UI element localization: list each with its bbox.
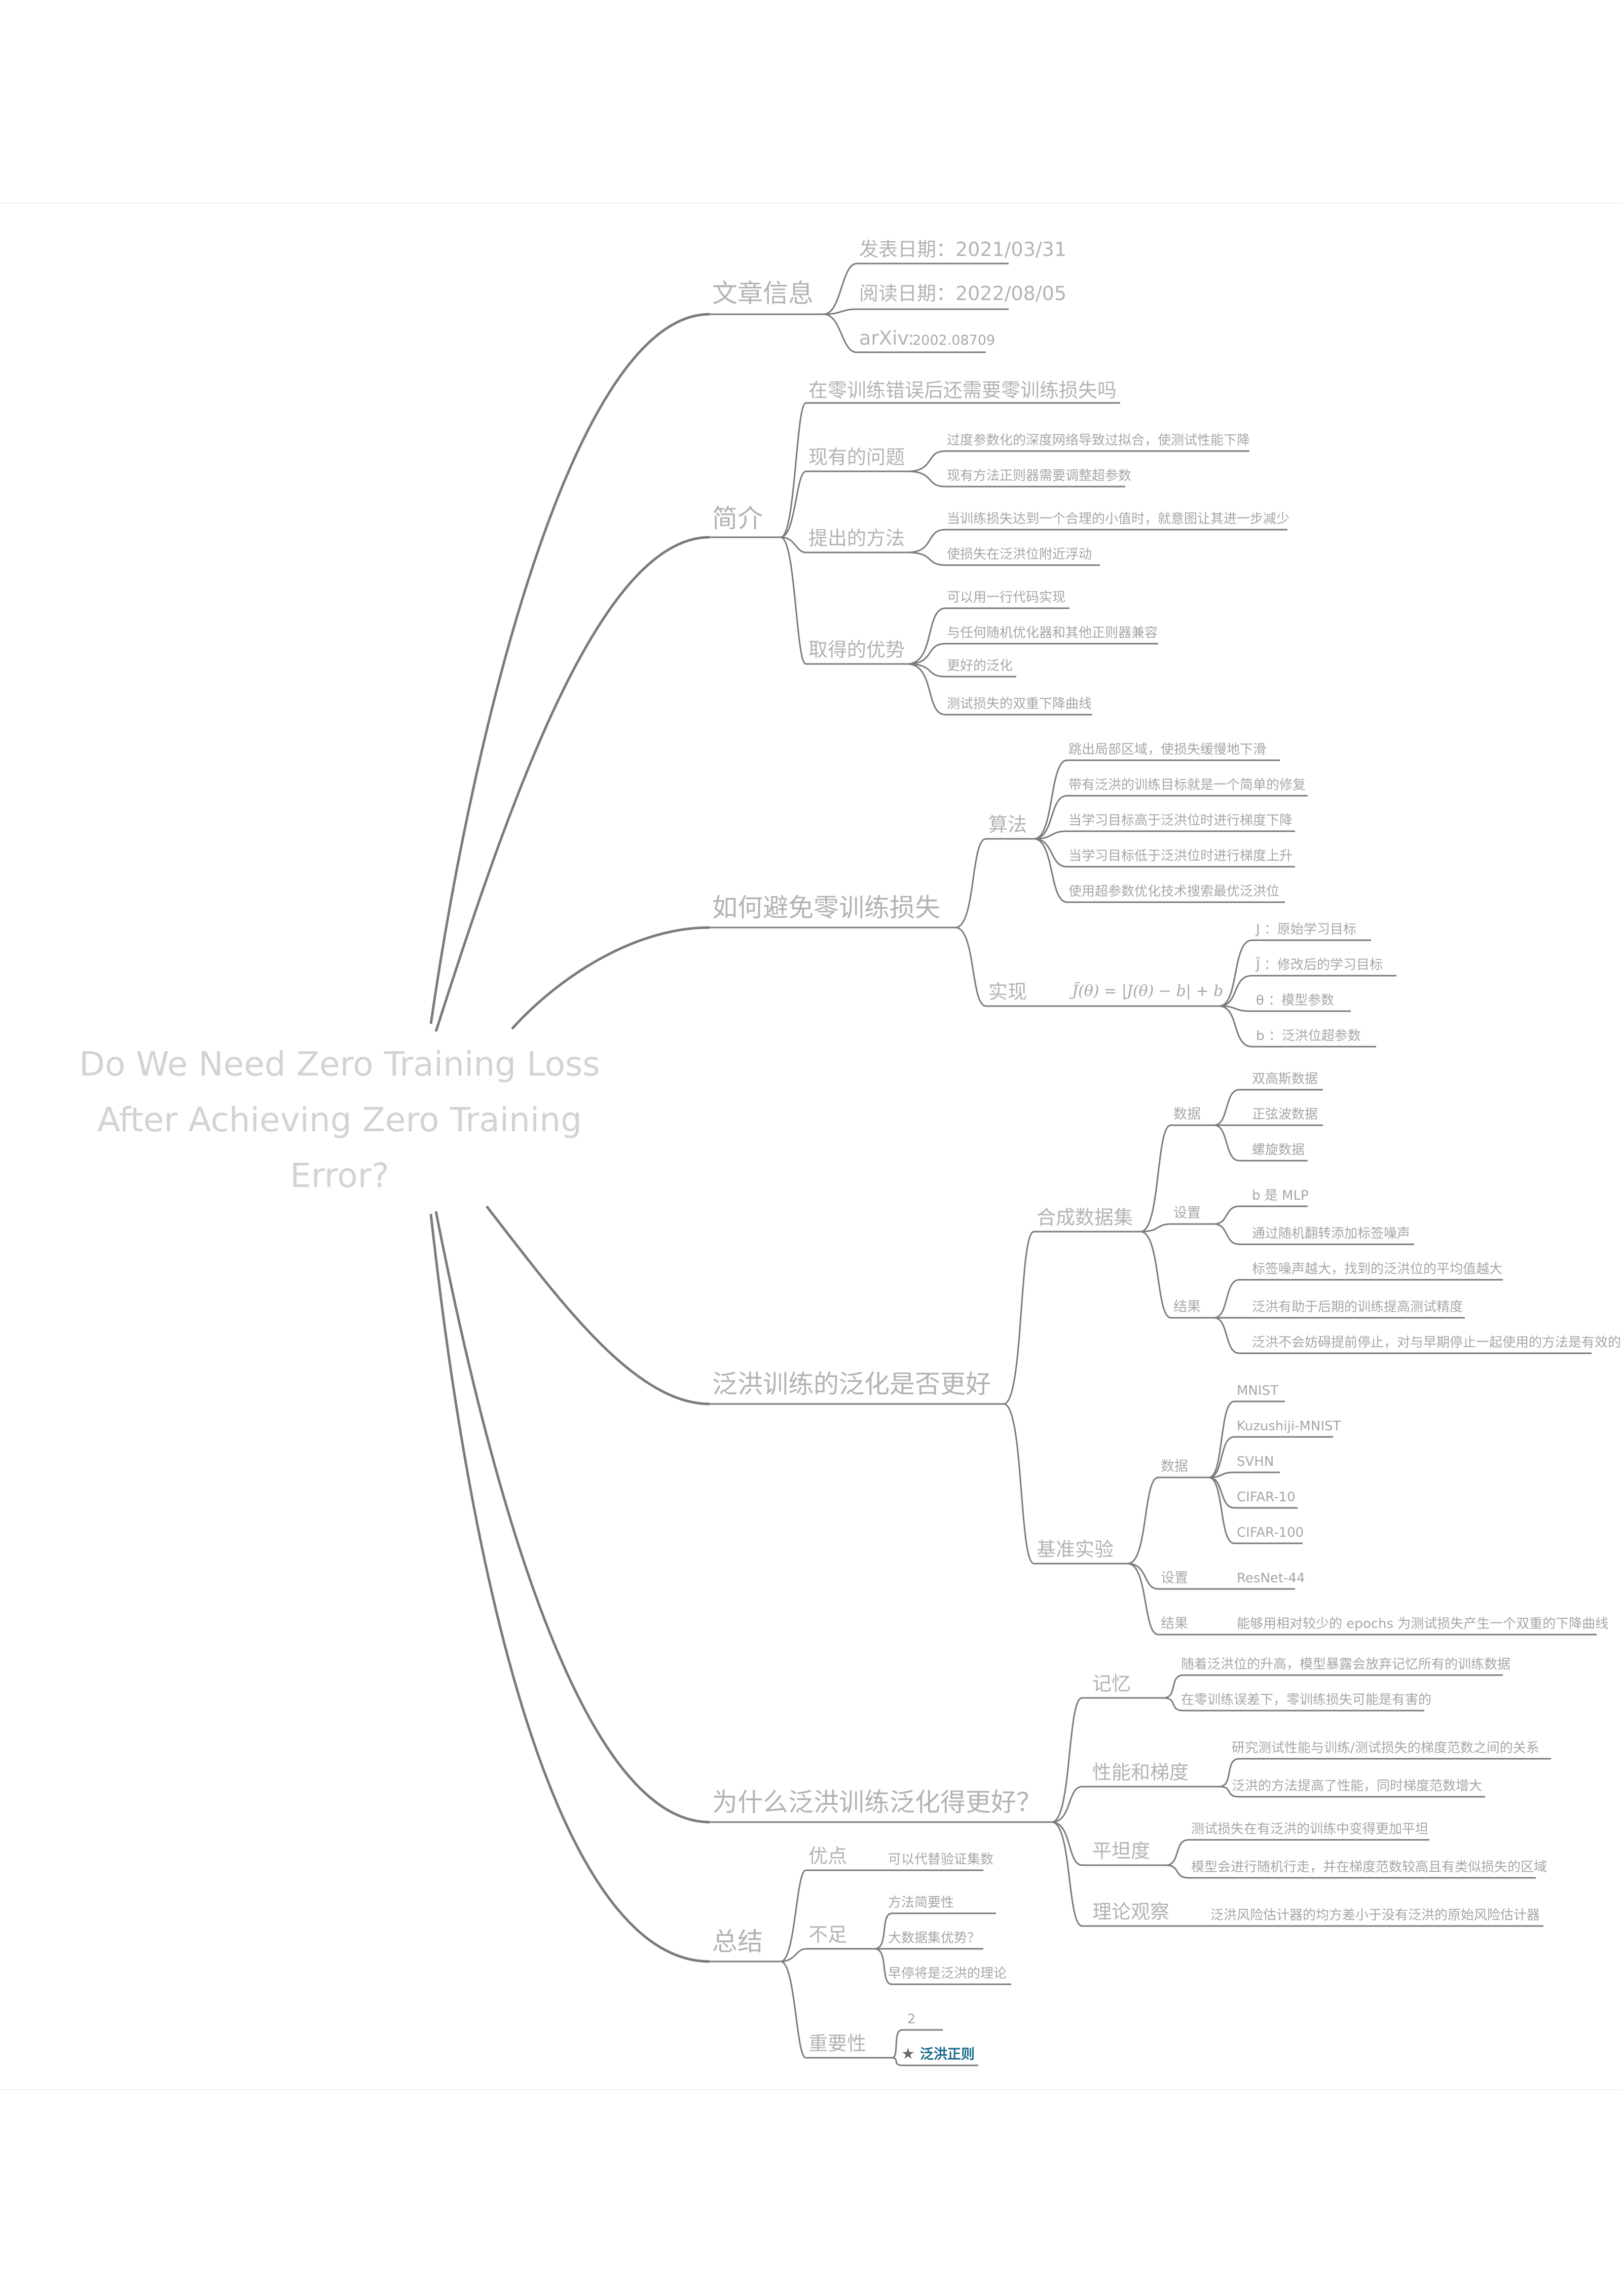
cons-item-3: 早停将是泛洪的理论 (888, 1966, 1007, 1981)
intro-advantage-4: 测试损失的双重下降曲线 (947, 696, 1092, 712)
branch-how-to-avoid[interactable]: 如何避免零训练损失 算法 跳出局部区域，使损失缓慢地下滑 带有泛洪的训练目标就是… (710, 742, 1396, 1048)
branch-title-generalization: 泛洪训练的泛化是否更好 (712, 1369, 991, 1399)
branch-title-why-better: 为什么泛洪训练泛化得更好？ (712, 1788, 1042, 1817)
intro-method-title: 提出的方法 (808, 527, 905, 549)
star-icon: ★ (901, 2045, 915, 2063)
branch-title-how-to-avoid: 如何避免零训练损失 (712, 893, 940, 922)
benchmark-data-1: MNIST (1237, 1383, 1278, 1398)
synthetic-results-1: 标签噪声越大，找到的泛洪位的平均值越大 (1252, 1262, 1502, 1277)
synthetic-results-title: 结果 (1173, 1299, 1201, 1315)
implementation-title: 实现 (988, 981, 1027, 1003)
synthetic-data-1: 双高斯数据 (1252, 1071, 1318, 1087)
algorithm-item-1: 跳出局部区域，使损失缓慢地下滑 (1068, 742, 1266, 757)
intro-problem-1: 过度参数化的深度网络导致过拟合，使测试性能下降 (947, 433, 1250, 448)
importance-tag[interactable]: 泛洪正则 (920, 2047, 975, 2062)
root-title-line-1: Do We Need Zero Training Loss (79, 1045, 600, 1084)
branch-why-better[interactable]: 为什么泛洪训练泛化得更好？ 记忆 随着泛洪位的升高，模型暴露会放弃记忆所有的训练… (710, 1657, 1551, 1927)
benchmark-title: 基准实验 (1037, 1538, 1114, 1561)
implementation-item-4: b ：泛洪位超参数 (1256, 1028, 1361, 1044)
importance-level: 2 (907, 2012, 916, 2027)
intro-advantages-title: 取得的优势 (808, 639, 905, 661)
intro-method-2: 使损失在泛洪位附近浮动 (947, 547, 1092, 562)
synthetic-results-2: 泛洪有助于后期的训练提高测试精度 (1252, 1300, 1463, 1315)
synthetic-data-3: 螺旋数据 (1252, 1142, 1305, 1158)
branch-intro[interactable]: 简介 在零训练错误后还需要零训练损失吗 现有的问题 过度参数化的深度网络导致过拟… (710, 379, 1289, 716)
algorithm-item-2: 带有泛洪的训练目标就是一个简单的修复 (1068, 777, 1306, 793)
root-topic: Do We Need Zero Training Loss After Achi… (79, 1045, 600, 1195)
read-date: 阅读日期：2022/08/05 (859, 282, 1066, 305)
intro-problems-title: 现有的问题 (808, 446, 905, 468)
root-title-line-3: Error? (290, 1156, 389, 1195)
branch-summary[interactable]: 总结 优点 可以代替验证集数 不足 方法简要性 大数据集优势？ 早停将是泛洪的理… (710, 1845, 1011, 2066)
arxiv-id[interactable]: 2002.08709 (912, 332, 995, 348)
benchmark-data-title: 数据 (1161, 1459, 1188, 1474)
root-title-line-2: After Achieving Zero Training (97, 1100, 582, 1139)
main-branch-connectors (429, 313, 710, 1963)
benchmark-results-title: 结果 (1161, 1616, 1188, 1632)
theory-title: 理论观察 (1092, 1901, 1169, 1923)
flatness-item-2: 模型会进行随机行走，并在梯度范数较高且有类似损失的区域 (1191, 1860, 1547, 1875)
theory-item-1: 泛洪风险估计器的均方差小于没有泛洪的原始风险估计器 (1210, 1908, 1540, 1923)
implementation-item-3: θ ：模型参数 (1256, 993, 1334, 1008)
algorithm-title: 算法 (988, 813, 1027, 836)
branch-generalization[interactable]: 泛洪训练的泛化是否更好 合成数据集 数据 双高斯数据 正弦波数据 螺旋数据 设置… (710, 1071, 1621, 1636)
implementation-formula: J̃(θ) = |J(θ) − b| + b (1069, 982, 1223, 1000)
intro-problem-2: 现有方法正则器需要调整超参数 (947, 468, 1131, 484)
pros-item-1: 可以代替验证集数 (888, 1852, 993, 1867)
intro-advantage-1: 可以用一行代码实现 (947, 590, 1065, 605)
benchmark-data-3: SVHN (1237, 1454, 1274, 1469)
benchmark-settings-1: ResNet-44 (1237, 1571, 1305, 1586)
flatness-item-1: 测试损失在有泛洪的训练中变得更加平坦 (1191, 1822, 1428, 1837)
implementation-item-1: J ：原始学习目标 (1255, 922, 1356, 937)
synthetic-data-title: 数据 (1173, 1106, 1201, 1122)
intro-advantage-2: 与任何随机优化器和其他正则器兼容 (947, 625, 1158, 641)
branch-article-info[interactable]: 文章信息 发表日期：2021/03/31 阅读日期：2022/08/05 arX… (710, 238, 1066, 353)
pros-title: 优点 (808, 1845, 847, 1867)
benchmark-results-1: 能够用相对较少的 epochs 为测试损失产生一个双重的下降曲线 (1237, 1616, 1608, 1632)
intro-advantage-3: 更好的泛化 (947, 658, 1013, 674)
synthetic-data-2: 正弦波数据 (1252, 1107, 1318, 1122)
flatness-title: 平坦度 (1092, 1840, 1150, 1862)
benchmark-data-5: CIFAR-100 (1237, 1525, 1304, 1540)
memory-item-2: 在零训练误差下，零训练损失可能是有害的 (1181, 1692, 1431, 1708)
synthetic-settings-2: 通过随机翻转添加标签噪声 (1252, 1226, 1410, 1241)
memory-item-1: 随着泛洪位的升高，模型暴露会放弃记忆所有的训练数据 (1181, 1657, 1510, 1672)
algorithm-item-4: 当学习目标低于泛洪位时进行梯度上升 (1068, 848, 1293, 864)
importance-title: 重要性 (808, 2032, 866, 2055)
synthetic-settings-1: b 是 MLP (1252, 1188, 1309, 1203)
synthetic-title: 合成数据集 (1037, 1206, 1133, 1229)
algorithm-item-3: 当学习目标高于泛洪位时进行梯度下降 (1068, 813, 1293, 828)
synthetic-results-3: 泛洪不会妨碍提前停止，对与早期停止一起使用的方法是有效的 (1252, 1335, 1621, 1350)
branch-title-article-info: 文章信息 (712, 279, 814, 308)
published-date: 发表日期：2021/03/31 (859, 238, 1066, 261)
benchmark-settings-title: 设置 (1161, 1570, 1188, 1586)
memory-title: 记忆 (1092, 1673, 1131, 1695)
implementation-item-2: J̃ ：修改后的学习目标 (1255, 956, 1383, 973)
performance-item-1: 研究测试性能与训练/测试损失的梯度范数之间的关系 (1232, 1740, 1539, 1756)
algorithm-item-5: 使用超参数优化技术搜索最优泛洪位 (1068, 884, 1279, 899)
cons-item-2: 大数据集优势？ (888, 1931, 980, 1946)
top-border (0, 203, 1623, 204)
benchmark-data-2: Kuzushiji-MNIST (1237, 1419, 1341, 1434)
intro-method-1: 当训练损失达到一个合理的小值时，就意图让其进一步减少 (947, 511, 1289, 527)
branch-title-summary: 总结 (712, 1927, 763, 1956)
performance-item-2: 泛洪的方法提高了性能，同时梯度范数增大 (1232, 1779, 1482, 1794)
cons-title: 不足 (808, 1923, 847, 1946)
cons-item-1: 方法简要性 (888, 1895, 954, 1910)
arxiv-prefix: arXiv: (859, 327, 914, 349)
performance-title: 性能和梯度 (1092, 1761, 1189, 1784)
branch-title-intro: 简介 (712, 504, 763, 533)
intro-question: 在零训练错误后还需要零训练损失吗 (808, 379, 1117, 401)
bottom-border (0, 2089, 1623, 2090)
benchmark-data-4: CIFAR-10 (1237, 1490, 1296, 1505)
synthetic-settings-title: 设置 (1173, 1205, 1201, 1221)
